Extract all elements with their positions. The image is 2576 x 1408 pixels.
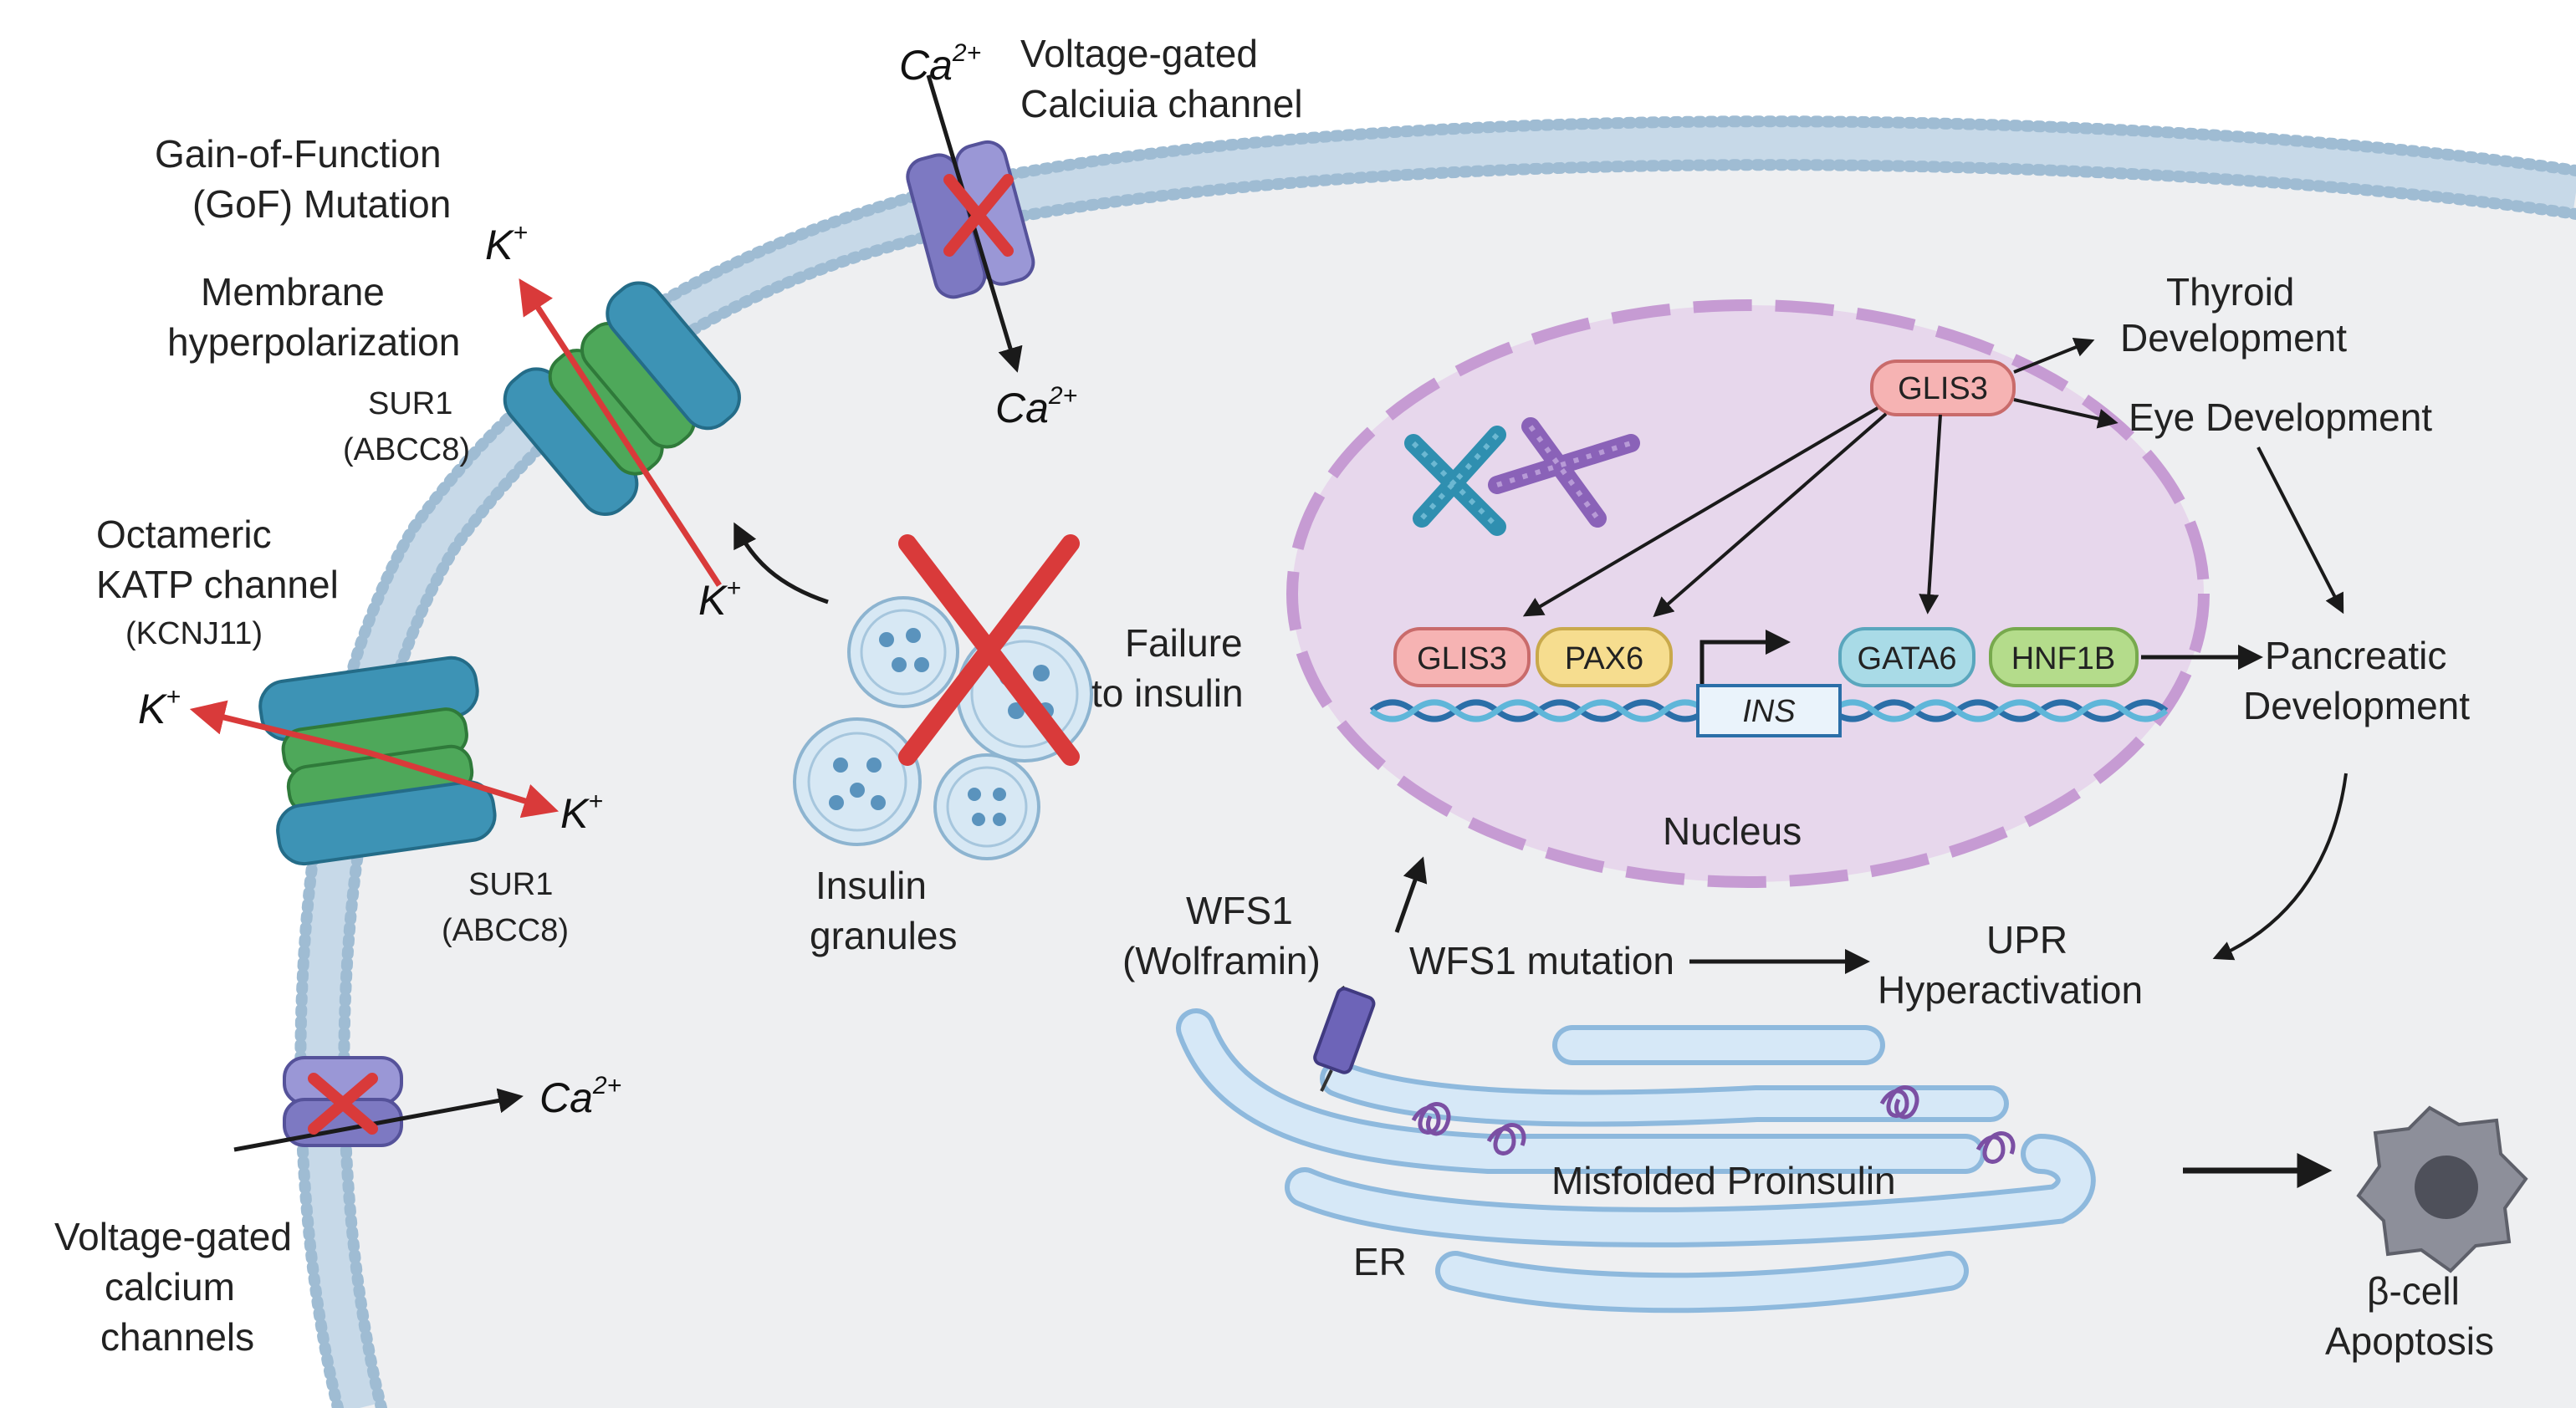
apoptotic-cell-icon	[2356, 1105, 2528, 1273]
glis3-dna-label: GLIS3	[1417, 641, 1507, 676]
gof-line1: Gain-of-Function	[155, 132, 442, 176]
thyroid-line2: Development	[2120, 316, 2347, 360]
misfolded-proinsulin-icons	[1411, 1085, 2016, 1164]
chromosome-icon-purple	[1488, 417, 1640, 528]
apoptosis-line1: β-cell	[2367, 1269, 2460, 1313]
k-efflux-arrow-upper	[519, 278, 722, 587]
eye-development: Eye Development	[2129, 395, 2432, 439]
insulin-block-x	[898, 534, 1080, 766]
chromosome-icon-blue	[1404, 426, 1506, 536]
gata6-box	[1838, 627, 1975, 687]
glis3-arrows	[1522, 338, 2119, 618]
upper-katp-channel	[503, 281, 741, 517]
ins-label: INS	[1742, 694, 1795, 729]
wfs1-to-nucleus-arrow	[1394, 856, 1428, 933]
hnf1b-box	[1989, 627, 2139, 687]
nucleus-label: Nucleus	[1663, 809, 1802, 853]
pancreatic-line1: Pancreatic	[2265, 634, 2446, 677]
sur1-top-line1: SUR1	[368, 386, 452, 421]
pax6-label: PAX6	[1565, 641, 1643, 676]
insulin-granules-line1: Insulin	[815, 864, 927, 907]
er-label: ER	[1353, 1240, 1407, 1283]
ca-bottom-label: Ca2+	[539, 1072, 621, 1121]
vg-calcium-top-line2: Calciuia channel	[1020, 82, 1303, 125]
eye-to-pancreatic-arrow	[2257, 446, 2344, 615]
transcription-start-arrow	[1699, 630, 1791, 690]
failure-line1: Failure	[1125, 621, 1243, 665]
sur1-bottom-line2: (ABCC8)	[442, 913, 569, 948]
k-inner-label: K+	[698, 574, 741, 624]
vg-calcium-bottom-line3: channels	[100, 1315, 254, 1359]
bottom-calcium-channel	[233, 1056, 524, 1152]
ins-gene-box	[1696, 684, 1842, 737]
wfs1-line2: (Wolframin)	[1122, 939, 1321, 982]
pancreatic-line2: Development	[2243, 684, 2470, 727]
k-arrow-right	[366, 749, 560, 819]
wfs1-protein	[1313, 985, 1376, 1092]
k-arrow-left	[189, 700, 369, 756]
wfs1-line1: WFS1	[1186, 889, 1293, 932]
wfs1-mutation-label: WFS1 mutation	[1409, 939, 1674, 982]
gof-line2: (GoF) Mutation	[192, 182, 451, 226]
glis3-top-box	[1870, 360, 2016, 416]
insulin-granules	[733, 522, 1093, 860]
gata6-label: GATA6	[1858, 641, 1957, 676]
insulin-granules-line2: granules	[810, 914, 957, 957]
pancreatic-to-upr-arrow	[2212, 773, 2348, 961]
ca-top-label: Ca2+	[899, 39, 981, 89]
middle-katp-channel	[258, 656, 497, 866]
k-right-label: K+	[560, 788, 603, 837]
sur1-bottom-line1: SUR1	[468, 867, 553, 902]
misfolded-proinsulin-label: Misfolded Proinsulin	[1551, 1159, 1896, 1202]
octameric-line1: Octameric	[96, 513, 272, 556]
endoplasmic-reticulum	[1176, 1008, 2096, 1314]
sur1-top-line2: (ABCC8)	[343, 432, 470, 467]
hyperpol-line2: hyperpolarization	[167, 320, 460, 364]
thyroid-line1: Thyroid	[2166, 270, 2294, 314]
upr-line1: UPR	[1986, 918, 2067, 962]
vg-calcium-bottom-line1: Voltage-gated	[54, 1215, 292, 1258]
failure-line2: to insulin	[1091, 671, 1244, 715]
ca-top-out-label: Ca2+	[995, 382, 1077, 431]
hnf1b-label: HNF1B	[2011, 641, 2116, 676]
top-calcium-channel	[906, 74, 1035, 373]
granule-to-channel-arrow	[733, 522, 829, 605]
nucleus	[1286, 299, 2210, 888]
hyperpol-line1: Membrane	[201, 270, 385, 314]
octameric-line2: KATP channel	[96, 563, 339, 606]
upr-line2: Hyperactivation	[1878, 968, 2143, 1012]
glis3-dna-box	[1393, 627, 1531, 687]
k-left-label: K+	[138, 683, 181, 732]
pax6-box	[1536, 627, 1673, 687]
glis3-top-label: GLIS3	[1898, 371, 1988, 406]
k-top-label: K+	[485, 219, 528, 268]
octameric-line3: (KCNJ11)	[125, 616, 263, 651]
apoptosis-line2: Apoptosis	[2325, 1319, 2494, 1363]
vg-calcium-top-line1: Voltage-gated	[1020, 32, 1258, 75]
vg-calcium-bottom-line2: calcium	[105, 1265, 235, 1309]
cell-membrane	[294, 115, 2576, 1408]
